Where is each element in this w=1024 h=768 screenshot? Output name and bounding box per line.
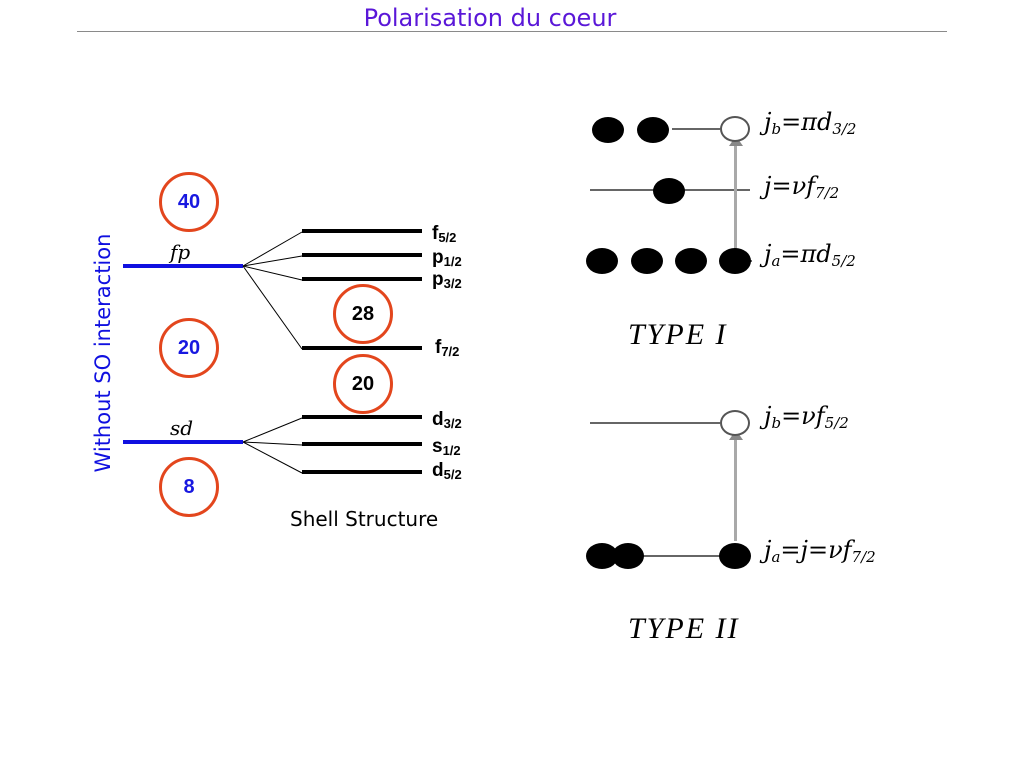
type2-ja-particle-2 <box>612 543 644 569</box>
type2-ja-equation: ja=j=νf7/2 <box>764 536 876 566</box>
level-label-s12: s1/2 <box>432 436 461 458</box>
level-line-d32 <box>302 415 422 419</box>
type1-jb-line <box>672 128 720 130</box>
type1-label: TYPE I <box>628 318 728 351</box>
type1-excitation-arrow <box>734 141 737 249</box>
orbital-label-fp: fp <box>170 240 191 264</box>
type1-j-equation: j=νf7/2 <box>764 172 840 202</box>
magic-number-20-right: 20 <box>333 354 393 414</box>
type2-ja-line <box>612 555 720 557</box>
type1-jb-equation: jb=πd3/2 <box>764 108 857 138</box>
level-label-f72: f7/2 <box>435 337 460 359</box>
type1-ja-particle-1 <box>586 248 618 274</box>
fp-level-line <box>123 264 243 268</box>
level-label-p12: p1/2 <box>432 247 462 269</box>
magic-number-8: 8 <box>159 457 219 517</box>
axis-label-without-so: Without SO interaction <box>91 233 115 473</box>
level-label-d32: d3/2 <box>432 409 462 431</box>
type2-excitation-arrow <box>734 435 737 541</box>
level-label-f52: f5/2 <box>432 223 457 245</box>
shell-structure-caption: Shell Structure <box>290 507 439 531</box>
type1-ja-particle-2 <box>631 248 663 274</box>
level-line-p32 <box>302 277 422 281</box>
type1-ja-particle-4 <box>719 248 751 274</box>
level-label-d52: d5/2 <box>432 460 462 482</box>
type1-ja-equation: ja=πd5/2 <box>764 240 856 270</box>
type1-jb-particle-2 <box>637 117 669 143</box>
page-title: Polarisation du coeur <box>363 4 617 32</box>
type2-jb-line <box>590 422 720 424</box>
magic-number-28: 28 <box>333 284 393 344</box>
type2-jb-equation: jb=νf5/2 <box>764 402 849 432</box>
title-divider <box>77 31 947 32</box>
level-line-s12 <box>302 442 422 446</box>
level-label-p32: p3/2 <box>432 269 462 291</box>
type1-ja-particle-3 <box>675 248 707 274</box>
orbital-label-sd: sd <box>170 416 194 440</box>
type1-jb-hole <box>720 116 750 142</box>
level-line-f52 <box>302 229 422 233</box>
type2-label: TYPE II <box>628 612 740 645</box>
sd-level-line <box>123 440 243 444</box>
level-line-f72 <box>302 346 422 350</box>
type2-jb-hole <box>720 410 750 436</box>
type1-jb-particle-1 <box>592 117 624 143</box>
type1-j-particle <box>653 178 685 204</box>
type2-ja-particle-3 <box>719 543 751 569</box>
level-line-p12 <box>302 253 422 257</box>
magic-number-40: 40 <box>159 172 219 232</box>
magic-number-20: 20 <box>159 318 219 378</box>
level-line-d52 <box>302 470 422 474</box>
